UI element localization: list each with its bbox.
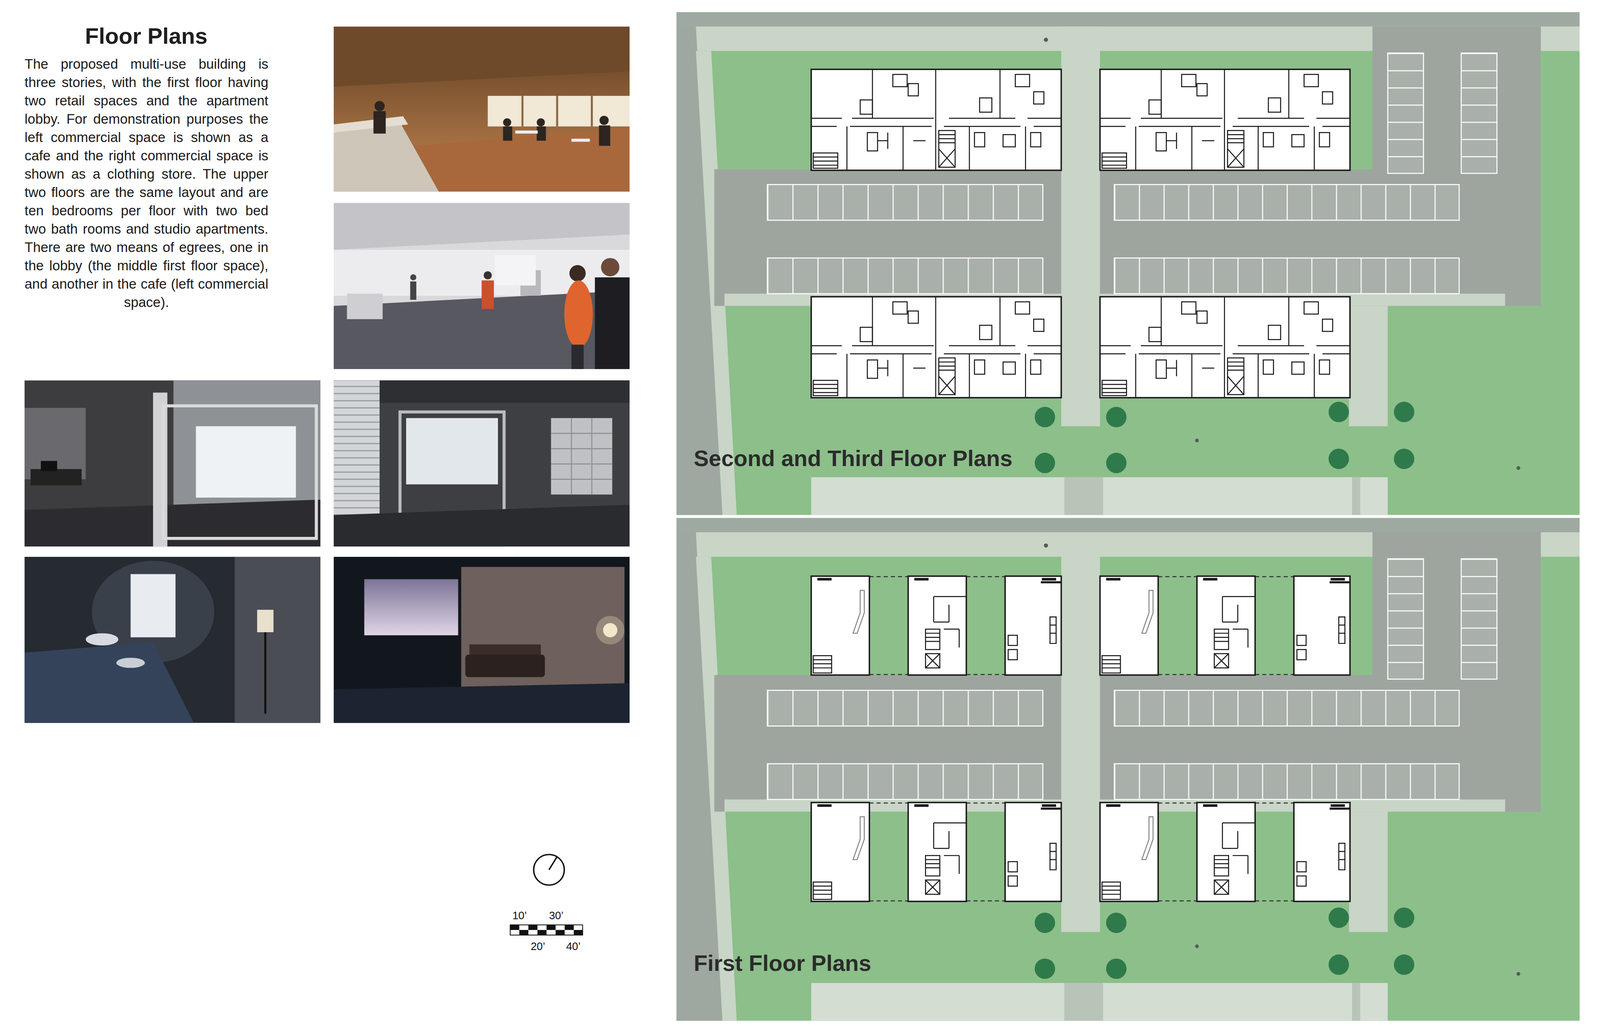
apartment-render (333, 380, 630, 547)
store-render (333, 202, 630, 370)
living-room-render (333, 557, 630, 724)
bedroom-render (24, 557, 321, 724)
first-floor-site-plan (676, 518, 1580, 1022)
upper-floor-site-plan (676, 12, 1580, 515)
cafe-render (333, 26, 630, 193)
scale-label: 10’ (512, 909, 528, 923)
plan-heading: First Floor Plans (693, 950, 872, 978)
scale-bar (510, 925, 583, 936)
description-paragraph: The proposed multi-use building is three… (24, 55, 269, 312)
scale-label: 40’ (566, 940, 581, 954)
scale-label: 20’ (530, 940, 546, 954)
plan-heading: Second and Third Floor Plans (693, 445, 1013, 473)
board-title: Floor Plans (85, 22, 208, 50)
office-render (24, 380, 321, 547)
scale-label: 30’ (549, 909, 564, 923)
north-arrow (533, 855, 565, 886)
